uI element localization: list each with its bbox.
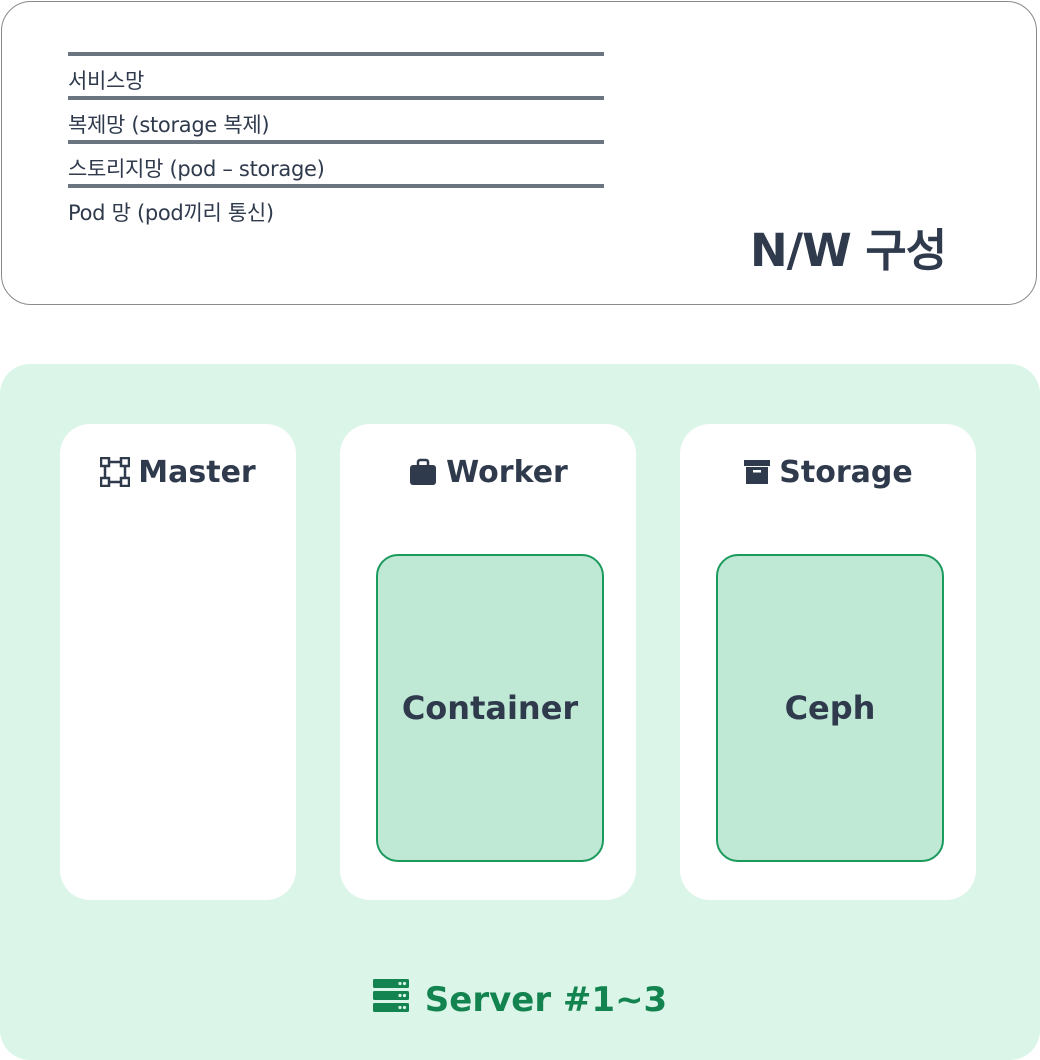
storage-node-header: Storage: [680, 452, 976, 492]
server-label-text: Server #1~3: [424, 980, 668, 1020]
network-config-panel: 서비스망 복제망 (storage 복제) 스토리지망 (pod – stora…: [1, 1, 1037, 305]
network-list: 서비스망 복제망 (storage 복제) 스토리지망 (pod – stora…: [68, 52, 604, 228]
ceph-box: Ceph: [716, 554, 944, 862]
network-item-replication: 복제망 (storage 복제): [68, 96, 604, 140]
worker-node-header: Worker: [340, 452, 636, 492]
master-node-label: Master: [138, 454, 256, 490]
archive-box-icon: [743, 458, 771, 486]
master-node-header: Master: [60, 452, 296, 492]
briefcase-icon: [408, 457, 438, 487]
vector-square-icon: [100, 457, 131, 487]
ceph-label: Ceph: [784, 689, 876, 727]
storage-node-label: Storage: [779, 454, 913, 490]
network-item-storage: 스토리지망 (pod – storage): [68, 140, 604, 184]
network-config-title: N/W 구성: [750, 224, 947, 277]
server-label: Server #1~3: [0, 978, 1040, 1022]
worker-node-label: Worker: [446, 454, 568, 490]
container-box: Container: [376, 554, 604, 862]
worker-node: Worker Container: [340, 424, 636, 900]
server-panel: Master Worker Container: [0, 364, 1040, 1060]
storage-node: Storage Ceph: [680, 424, 976, 900]
master-node: Master: [60, 424, 296, 900]
container-label: Container: [401, 689, 579, 727]
server-icon: [372, 978, 409, 1022]
network-item-pod: Pod 망 (pod끼리 통신): [68, 184, 604, 228]
network-item-service: 서비스망: [68, 52, 604, 96]
